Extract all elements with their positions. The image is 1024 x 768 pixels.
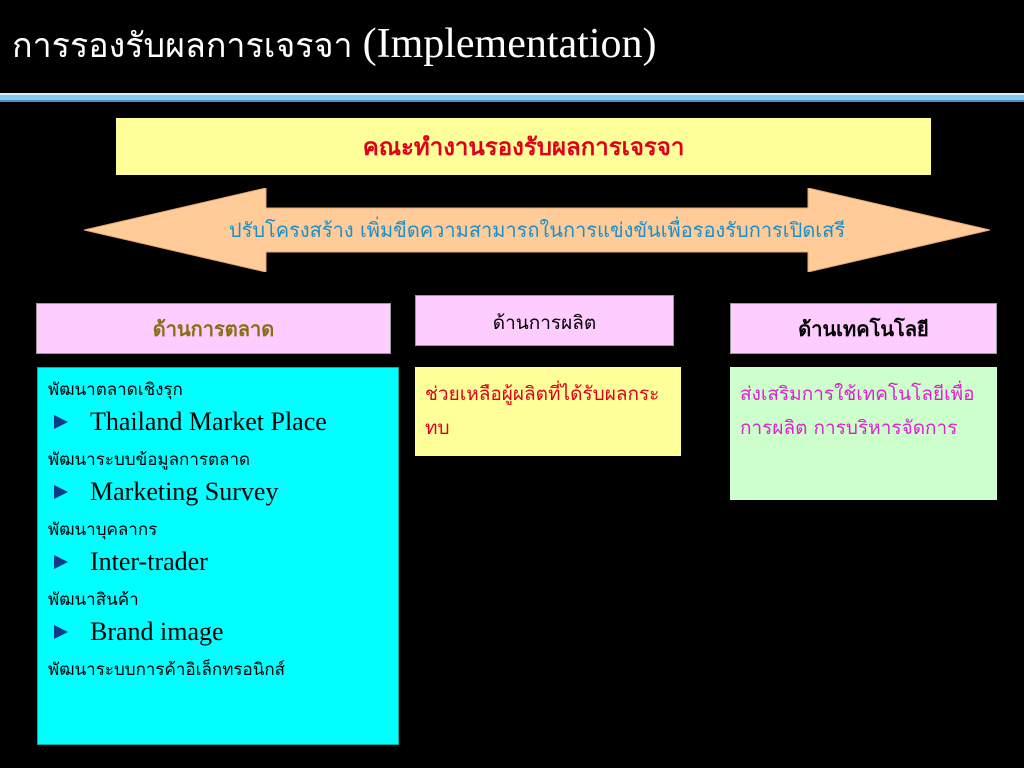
title-english: (Implementation): [362, 21, 657, 67]
double-arrow-shape: [84, 188, 990, 272]
marketing-item-english-label: Marketing Survey: [90, 477, 279, 506]
title-thai: การรองรับผลการเจรจา: [12, 26, 353, 66]
technology-box: ส่งเสริมการใช้เทคโนโลยีเพื่อการผลิต การบ…: [730, 367, 997, 500]
production-box: ช่วยเหลือผู้ผลิตที่ได้รับผลกระทบ: [415, 367, 681, 456]
heading-marketing: ด้านการตลาด: [36, 303, 391, 354]
triangle-bullet-icon: [54, 415, 68, 429]
double-arrow: ปรับโครงสร้าง เพิ่มขีดความสามารถในการแข่…: [84, 188, 990, 272]
triangle-bullet-icon: [54, 625, 68, 639]
triangle-bullet-icon: [54, 485, 68, 499]
slide-title: การรองรับผลการเจรจา (Implementation): [12, 18, 1012, 78]
marketing-item-thai: พัฒนาตลาดเชิงรุก: [48, 380, 183, 400]
marketing-item-english: Inter-trader: [48, 542, 388, 582]
marketing-item-english: Marketing Survey: [48, 472, 388, 512]
heading-production: ด้านการผลิต: [415, 295, 674, 346]
triangle-bullet-icon: [54, 555, 68, 569]
heading-technology: ด้านเทคโนโลยี: [730, 303, 997, 354]
marketing-item-english: Thailand Market Place: [48, 402, 388, 442]
marketing-item-thai: พัฒนาบุคลากร: [48, 520, 158, 540]
marketing-item-english-label: Inter-trader: [90, 547, 208, 576]
title-divider: [0, 93, 1024, 102]
marketing-item-english-label: Thailand Market Place: [90, 407, 327, 436]
committee-box: คณะทำงานรองรับผลการเจรจา: [116, 118, 931, 175]
marketing-item-thai: พัฒนาสินค้า: [48, 590, 139, 610]
arrow-text: ปรับโครงสร้าง เพิ่มขีดความสามารถในการแข่…: [228, 218, 846, 242]
marketing-box: พัฒนาตลาดเชิงรุก Thailand Market Place พ…: [37, 367, 399, 745]
marketing-item-thai-last: พัฒนาระบบการค้าอิเล็กทรอนิกส์: [48, 660, 286, 680]
marketing-item-english: Brand image: [48, 612, 388, 652]
marketing-item-english-label: Brand image: [90, 617, 224, 646]
marketing-item-thai: พัฒนาระบบข้อมูลการตลาด: [48, 450, 251, 470]
